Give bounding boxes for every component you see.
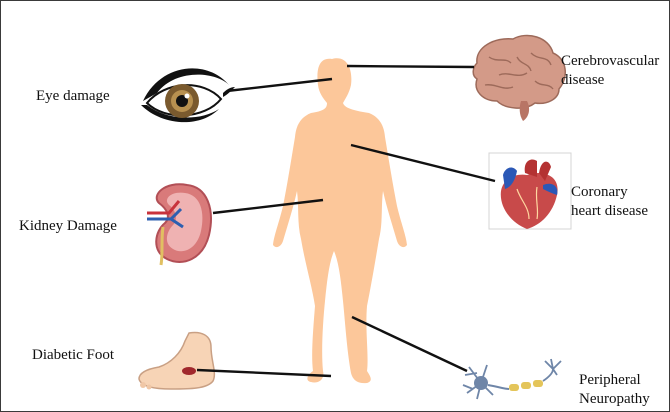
eye-damage-label: Eye damage (36, 87, 110, 106)
heart-icon (489, 153, 571, 229)
cerebrovascular-label-line2: disease (561, 71, 604, 90)
kidney-icon (147, 184, 211, 265)
kidney-damage-label: Kidney Damage (19, 217, 117, 236)
foot-icon (139, 333, 214, 390)
neuropathy-label-line2: Neuropathy (579, 390, 650, 409)
coronary-label-line1: Coronary (571, 183, 628, 202)
diabetic-foot-label: Diabetic Foot (32, 346, 114, 365)
eye-icon (141, 68, 235, 122)
nerve-leader-line (352, 317, 467, 371)
brain-leader-line (347, 66, 474, 67)
neuropathy-label-line1: Peripheral (579, 371, 641, 390)
cerebrovascular-label-line1: Cerebrovascular (561, 52, 659, 71)
coronary-label-line2: heart disease (571, 202, 648, 221)
neuron-icon (463, 359, 561, 399)
eye-leader-line (227, 79, 332, 91)
brain-icon (473, 35, 565, 121)
